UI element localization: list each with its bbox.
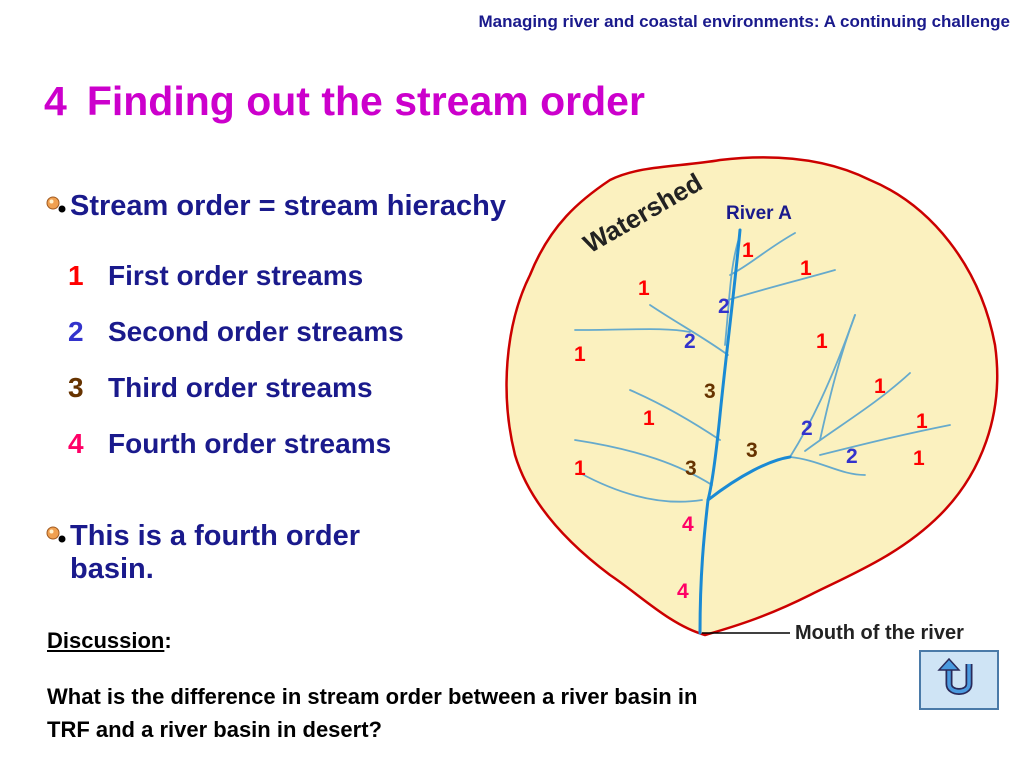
u-turn-back-icon xyxy=(933,656,985,705)
discussion-label: Discussion xyxy=(47,628,165,653)
order-label: Third order streams xyxy=(108,372,373,403)
order-number: 4 xyxy=(68,428,84,459)
stream-order-number: 1 xyxy=(638,277,650,300)
stream-order-number: 3 xyxy=(746,439,758,462)
stream-order-number: 2 xyxy=(846,445,858,468)
river-a-label: River A xyxy=(726,203,792,224)
stream-order-number: 3 xyxy=(685,457,697,480)
stream-order-number: 1 xyxy=(913,447,925,470)
stream-order-number: 1 xyxy=(816,330,828,353)
tributaries xyxy=(574,232,951,503)
order-number: 2 xyxy=(68,316,84,347)
stream-order-number: 4 xyxy=(682,513,694,536)
order-label: Fourth order streams xyxy=(108,428,392,459)
bullet-icon xyxy=(42,192,70,220)
discussion-heading: Discussion: xyxy=(47,628,172,654)
order-number: 3 xyxy=(68,372,84,403)
slide-title: 4 Finding out the stream order xyxy=(44,78,645,125)
bullet-icon xyxy=(42,522,70,550)
order-label: First order streams xyxy=(108,260,364,291)
back-button[interactable] xyxy=(919,650,999,710)
stream-order-number: 1 xyxy=(874,375,886,398)
order-row: 2 Second order streams xyxy=(68,316,404,348)
stream-order-number: 1 xyxy=(574,343,586,366)
order-row: 4 Fourth order streams xyxy=(68,428,391,460)
stream-order-number: 1 xyxy=(916,410,928,433)
order-row: 3 Third order streams xyxy=(68,372,373,404)
bullet-fourth-order-basin: This is a fourth order basin. xyxy=(42,520,430,586)
stream-order-number: 2 xyxy=(801,417,813,440)
title-text: Finding out the stream order xyxy=(86,78,645,124)
stream-order-number: 2 xyxy=(684,330,696,353)
bullet-text: This is a fourth order basin. xyxy=(70,520,361,585)
order-row: 1 First order streams xyxy=(68,260,363,292)
main-stream xyxy=(698,228,792,635)
bullet-text: Stream order = stream hierachy xyxy=(70,190,507,222)
order-number: 1 xyxy=(68,260,84,291)
stream-order-number: 1 xyxy=(643,407,655,430)
stream-order-number: 1 xyxy=(574,457,586,480)
discussion-colon: : xyxy=(164,628,172,653)
stream-order-number: 3 xyxy=(704,380,716,403)
mouth-of-river-label: Mouth of the river xyxy=(795,622,964,644)
stream-order-number: 1 xyxy=(800,257,812,280)
discussion-question: What is the difference in stream order b… xyxy=(47,684,698,742)
slide-header: Managing river and coastal environments:… xyxy=(478,12,1011,31)
order-label: Second order streams xyxy=(108,316,404,347)
basin-outline xyxy=(505,156,999,637)
stream-order-number: 2 xyxy=(718,295,730,318)
stream-order-number: 4 xyxy=(677,580,689,603)
title-number: 4 xyxy=(44,78,67,124)
bullet-stream-order: Stream order = stream hierachy xyxy=(42,190,506,223)
stream-order-number: 1 xyxy=(742,239,754,262)
